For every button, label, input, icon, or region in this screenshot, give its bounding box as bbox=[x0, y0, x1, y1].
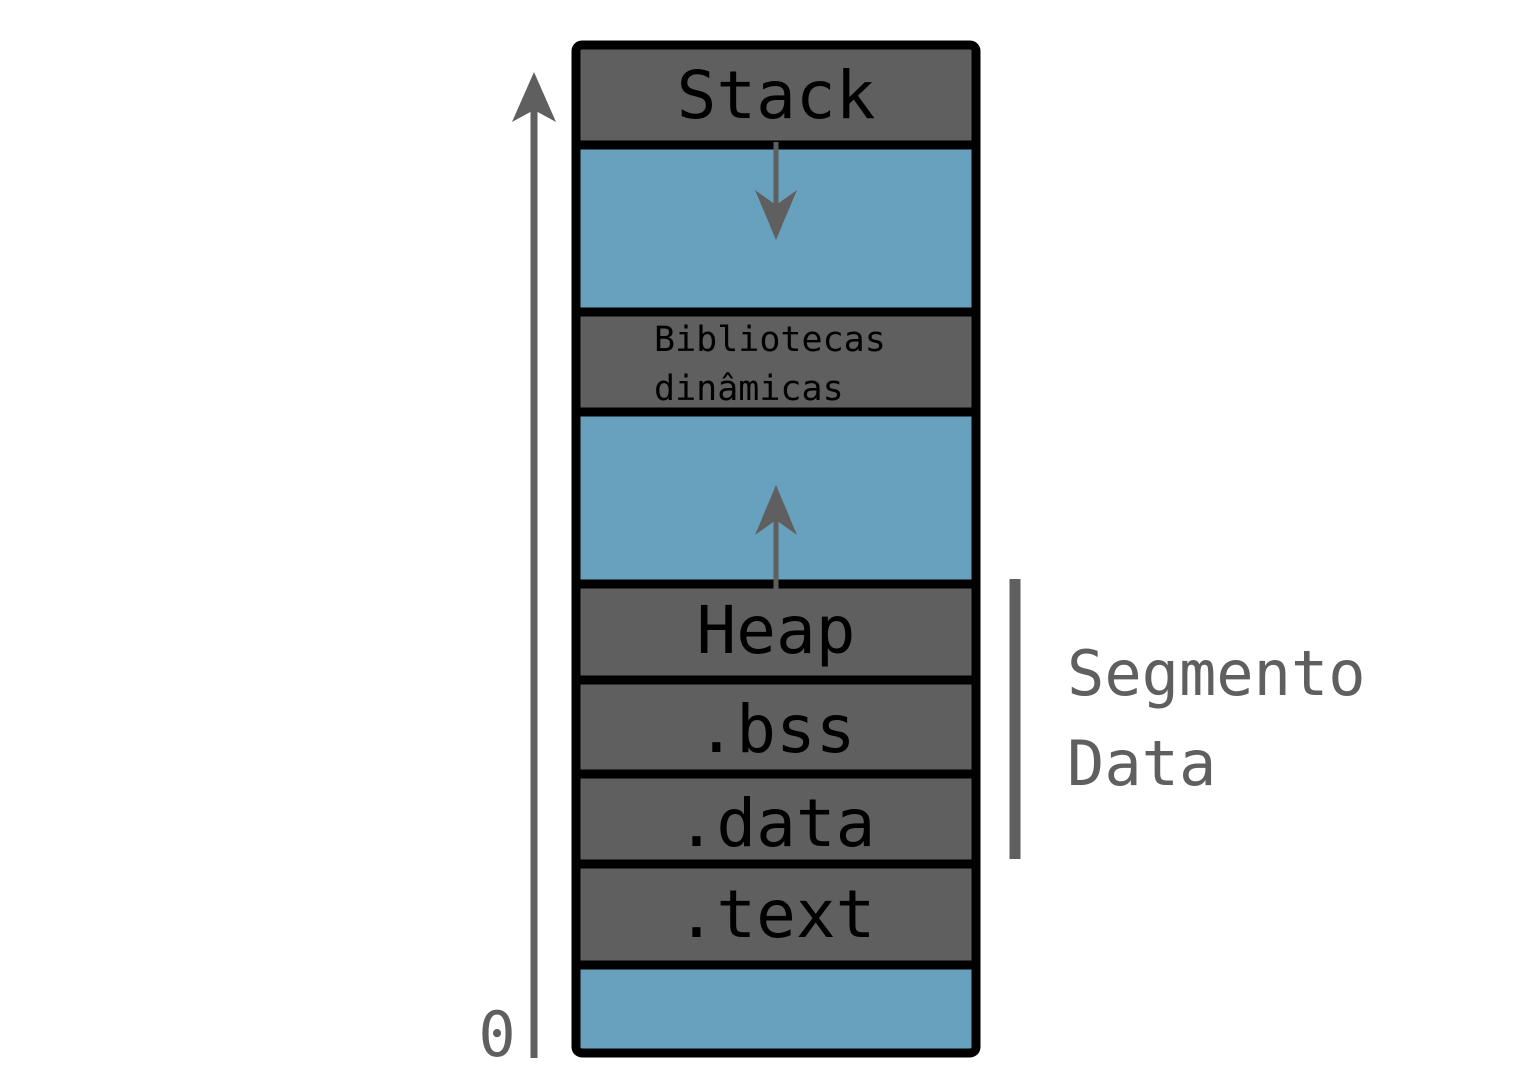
data-segment-label-line2: Data bbox=[1067, 727, 1216, 800]
dynamic-libraries-label-line2: dinâmicas bbox=[654, 369, 844, 409]
text-label: .text bbox=[677, 876, 876, 953]
address-axis bbox=[512, 72, 556, 1058]
dynamic-libraries-label-line1: Bibliotecas bbox=[654, 320, 886, 360]
heap-label: Heap bbox=[697, 592, 856, 669]
arrow-up-icon bbox=[755, 485, 797, 535]
data-segment-label-line1: Segmento bbox=[1067, 637, 1366, 710]
heap-block bbox=[576, 584, 976, 680]
data-block bbox=[576, 774, 976, 864]
data-label: .data bbox=[677, 785, 876, 862]
memory-column-border bbox=[571, 40, 981, 1058]
dynamic-libraries-block bbox=[576, 312, 976, 412]
text-block bbox=[576, 864, 976, 965]
heap-growth-arrow bbox=[755, 485, 797, 590]
memory-column bbox=[571, 40, 981, 1058]
arrow-up-icon bbox=[512, 72, 556, 122]
arrow-down-icon bbox=[755, 190, 797, 240]
address-origin-label: 0 bbox=[478, 998, 515, 1071]
stack-label: Stack bbox=[677, 57, 876, 134]
bss-block bbox=[576, 680, 976, 774]
bss-label: .bss bbox=[697, 691, 856, 768]
stack-growth-arrow bbox=[755, 142, 797, 240]
free-space-bottom-block bbox=[576, 965, 976, 1053]
stack-block bbox=[576, 45, 976, 145]
